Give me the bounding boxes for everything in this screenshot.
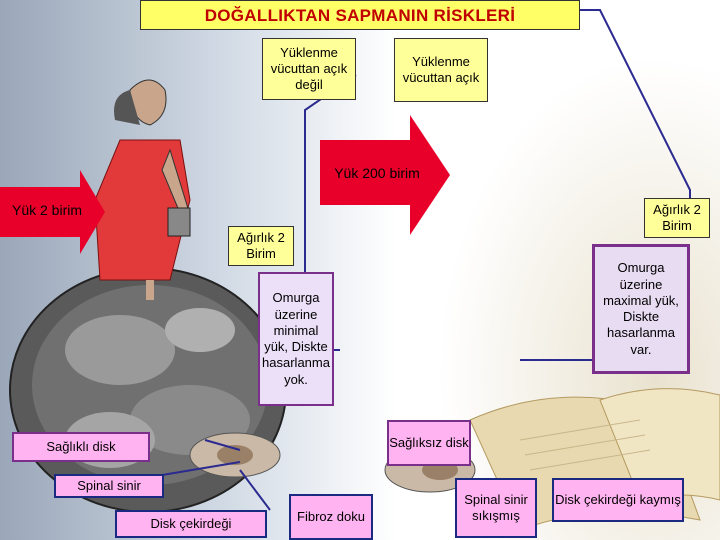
disc-cross-section-left: [189, 432, 281, 478]
label-load-2: Yük 2 birim: [11, 202, 83, 219]
arrow-load-200: [320, 115, 450, 235]
label-weight-left: Ağırlık 2 Birim: [228, 226, 294, 266]
label-fibrous-tissue: Fibroz doku: [289, 494, 373, 540]
label-disc-nucleus: Disk çekirdeği: [115, 510, 267, 538]
label-spinal-nerve: Spinal sinir: [54, 474, 164, 498]
page-title: DOĞALLIKTAN SAPMANIN RİSKLERİ: [140, 0, 580, 30]
label-weight-right: Ağırlık 2 Birim: [644, 198, 710, 238]
label-load-not-on-body: Yüklenme vücuttan açık değil: [262, 38, 356, 100]
label-load-on-body: Yüklenme vücuttan açık: [394, 38, 488, 102]
arrow-load-2: [0, 170, 105, 254]
label-healthy-disc: Sağlıklı disk: [12, 432, 150, 462]
label-spine-minimal: Omurga üzerine minimal yük, Diskte hasar…: [258, 272, 334, 406]
label-spinal-nerve-compressed: Spinal sinir sıkışmış: [455, 478, 537, 538]
label-disc-nucleus-slipped: Disk çekirdeği kaymış: [552, 478, 684, 522]
label-spine-maximal: Omurga üzerine maximal yük, Diskte hasar…: [592, 244, 690, 374]
label-load-200: Yük 200 birim: [334, 165, 420, 182]
woman-lifting-figure: [94, 79, 191, 300]
book-illustration: [469, 388, 720, 531]
label-unhealthy-disc: Sağlıksız disk: [387, 420, 471, 466]
